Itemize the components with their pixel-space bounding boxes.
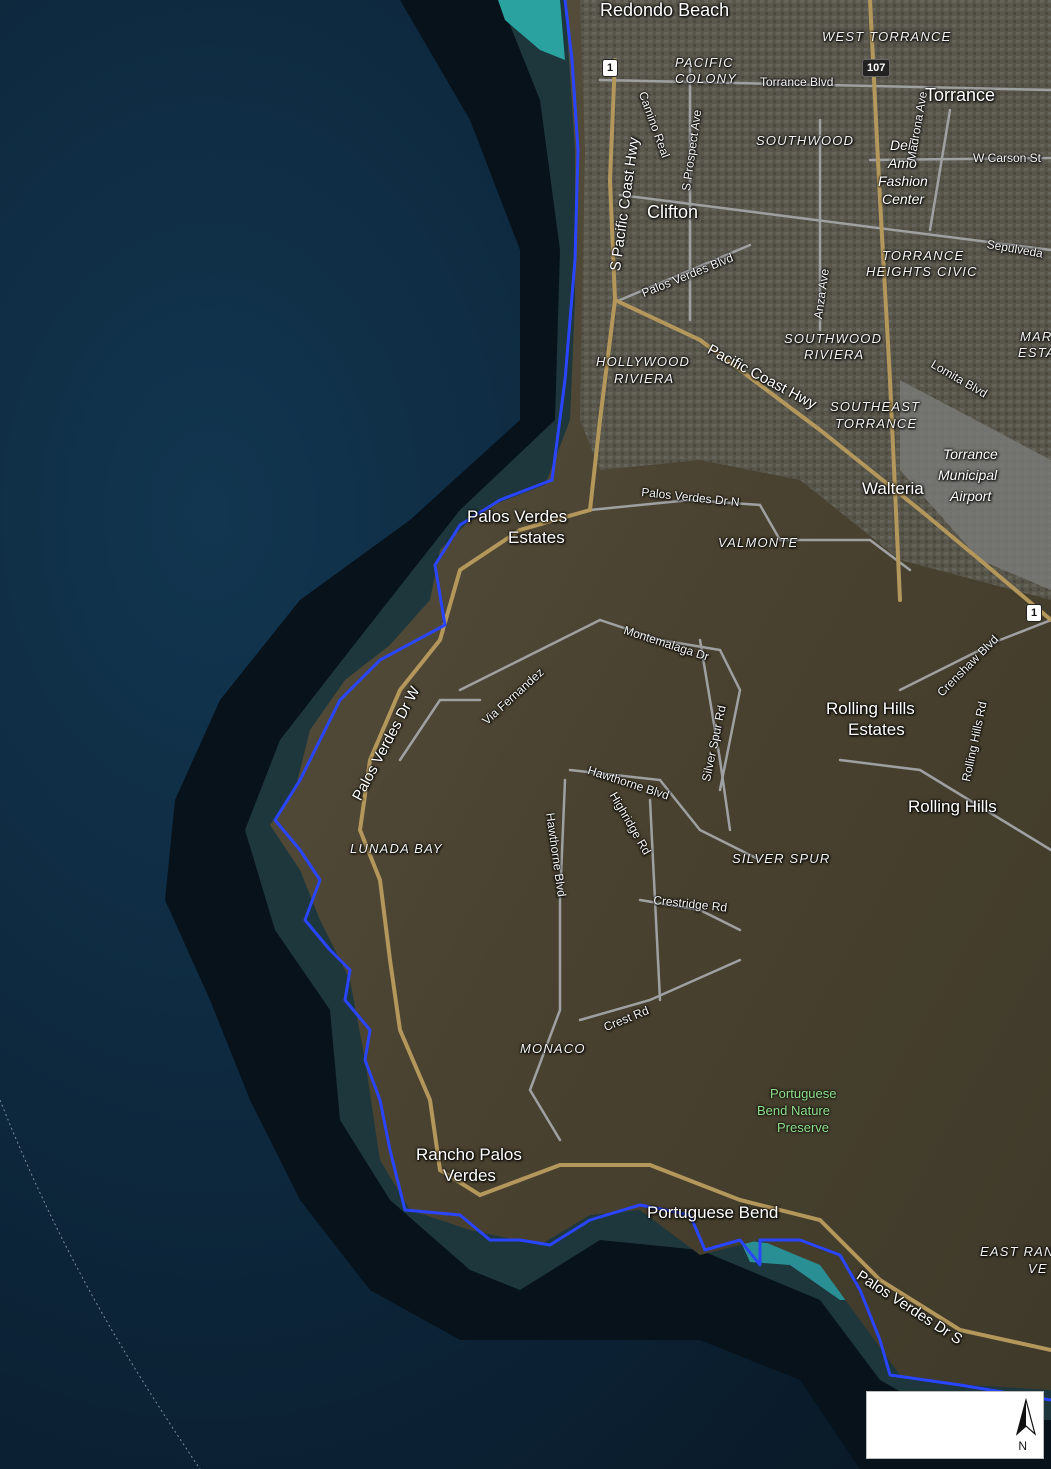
place-pv-estates-1: Palos Verdes <box>467 507 568 526</box>
place-southeast-torrance-2: TORRANCE <box>835 416 918 431</box>
place-torrance-heights-1: TORRANCE <box>882 248 965 263</box>
place-rolling-hills-estates-2: Estates <box>848 720 905 739</box>
place-colony: COLONY <box>675 71 738 86</box>
road-silverspur <box>698 638 732 832</box>
road-hawthorne <box>568 768 762 862</box>
road-madrona <box>928 108 952 232</box>
place-walteria: Walteria <box>862 479 924 498</box>
place-rolling-hills-estates-1: Rolling Hills <box>826 699 915 718</box>
place-del-amo-3: Fashion <box>878 173 928 189</box>
north-label: N <box>1018 1439 1027 1453</box>
place-lunada-bay: LUNADA BAY <box>350 841 443 856</box>
place-del-amo-4: Center <box>882 191 925 207</box>
road-torrance-blvd <box>598 78 1051 92</box>
boundary-dotted <box>0 1099 201 1469</box>
place-mar-1: MAR <box>1020 329 1051 344</box>
road-highridge <box>648 798 662 1002</box>
roads <box>398 58 1051 1142</box>
road-sepulveda <box>618 193 1051 252</box>
place-clifton: Clifton <box>647 202 699 222</box>
shoreline <box>273 0 1051 1402</box>
place-del-amo-1: Del <box>890 137 912 153</box>
park-portuguese-bend-2: Bend Nature <box>757 1103 830 1118</box>
road-pv-dr-n <box>588 498 912 572</box>
park-portuguese-bend-3: Preserve <box>777 1120 830 1135</box>
place-rolling-hills: Rolling Hills <box>908 797 997 816</box>
place-east-ranch-2: VE <box>1028 1261 1048 1276</box>
road-label-w-carson-st: W Carson St <box>973 151 1042 165</box>
place-southwood: SOUTHWOOD <box>756 133 855 148</box>
road-montemalaga <box>598 618 742 792</box>
north-arrow-icon <box>1015 1398 1037 1436</box>
place-torrance-airport-2: Municipal <box>938 467 998 483</box>
place-pacific: PACIFIC <box>675 55 734 70</box>
airport-runway-area <box>900 380 1051 590</box>
place-valmonte: VALMONTE <box>718 535 799 550</box>
road-hwy107 <box>868 0 902 602</box>
place-southwood-riviera-2: RIVIERA <box>804 347 865 362</box>
place-silver-spur: SILVER SPUR <box>732 851 831 866</box>
place-portuguese-bend: Portuguese Bend <box>647 1203 779 1222</box>
road-rolling-hills <box>838 758 1051 852</box>
place-east-ranch-1: EAST RAN <box>980 1244 1051 1259</box>
road-crestridge <box>638 898 742 932</box>
place-torrance-airport-3: Airport <box>950 488 992 504</box>
place-redondo-beach: Redondo Beach <box>600 0 730 20</box>
north-arrow-box: N <box>866 1391 1044 1459</box>
road-crest <box>578 958 742 1022</box>
place-mar-2: ESTA <box>1018 345 1051 360</box>
highway-1-shield: 1 <box>602 59 619 77</box>
place-torrance-airport-1: Torrance <box>943 446 998 462</box>
highway-1-shield-east: 1 <box>1026 604 1043 622</box>
place-rancho-pv-1: Rancho Palos <box>416 1145 522 1164</box>
road-label-torrance-blvd: Torrance Blvd <box>760 75 834 89</box>
road-lunada <box>398 698 482 762</box>
road-carson-st <box>868 156 1051 162</box>
turquoise-shoal-north <box>498 0 565 60</box>
place-torrance-heights-2: HEIGHTS CIVIC <box>866 264 978 279</box>
place-torrance: Torrance <box>925 85 996 105</box>
place-west-torrance: WEST TORRANCE <box>822 29 952 44</box>
place-hollywood-riviera-2: RIVIERA <box>614 371 675 386</box>
major-roads <box>357 0 1051 1352</box>
place-hollywood-riviera-1: HOLLYWOOD <box>596 354 691 369</box>
road-via-fernandez <box>458 618 602 692</box>
road-hawthorne-s <box>528 778 567 1142</box>
place-southeast-torrance-1: SOUTHEAST <box>830 399 921 414</box>
place-del-amo-2: Amo <box>888 155 917 171</box>
place-southwood-riviera-1: SOUTHWOOD <box>784 331 883 346</box>
place-pv-estates-2: Estates <box>508 528 565 547</box>
road-pv-dr-w <box>357 508 592 1197</box>
highway-107-shield: 107 <box>862 59 891 77</box>
place-monaco: MONACO <box>520 1041 586 1056</box>
place-rancho-pv-2: Verdes <box>443 1166 496 1185</box>
road-crenshaw <box>898 618 1051 692</box>
road-pch-east <box>613 298 1051 622</box>
road-pv-dr-s <box>478 1163 1051 1352</box>
park-portuguese-bend-1: Portuguese <box>770 1086 837 1101</box>
road-palos-verdes-blvd <box>618 243 752 302</box>
